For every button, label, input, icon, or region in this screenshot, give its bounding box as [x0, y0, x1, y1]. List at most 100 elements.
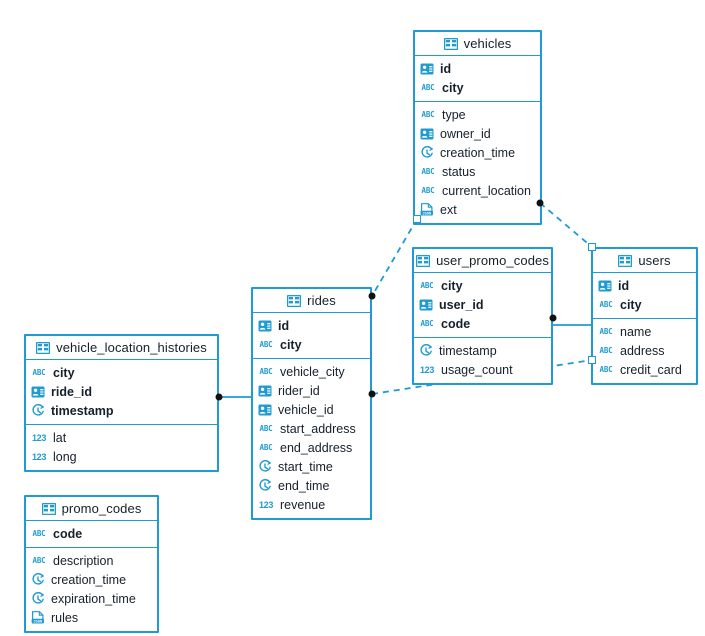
string-abc-icon: ABC — [420, 281, 434, 290]
uuid-id-card-icon — [258, 319, 272, 333]
column-row[interactable]: JSON rules — [26, 608, 157, 627]
table-icon — [287, 294, 302, 308]
column-name: rider_id — [278, 383, 320, 398]
column-name: ext — [440, 202, 457, 217]
svg-text:JSON: JSON — [33, 619, 42, 623]
primary-key-row[interactable]: ride_id — [26, 382, 217, 401]
primary-key-name: code — [441, 316, 471, 331]
timestamp-clock-icon — [31, 572, 45, 587]
uuid-id-card-icon — [598, 279, 612, 293]
column-row[interactable]: vehicle_id — [253, 400, 370, 419]
column-row[interactable]: JSON ext — [415, 200, 540, 219]
column-name: lat — [53, 430, 67, 445]
table-header-rides[interactable]: rides — [253, 289, 370, 313]
column-row[interactable]: expiration_time — [26, 589, 157, 608]
string-abc-icon: ABC — [599, 365, 613, 374]
primary-key-row[interactable]: user_id — [414, 295, 551, 314]
table-header-user_promo_codes[interactable]: user_promo_codes — [414, 249, 551, 273]
column-row[interactable]: 123 lat — [26, 428, 217, 447]
table-title: users — [638, 253, 671, 268]
relationship-dot-marker-user_promo_codes-to-users-start — [549, 314, 557, 322]
primary-key-row[interactable]: id — [593, 276, 696, 295]
column-name: vehicle_id — [278, 402, 334, 417]
column-name: long — [53, 449, 77, 464]
table-icon — [416, 254, 431, 268]
string-abc-icon: ABC — [32, 368, 46, 377]
column-row[interactable]: owner_id — [415, 124, 540, 143]
relationship-edge-vehicles-to-users[interactable] — [539, 202, 593, 248]
timestamp-clock-icon — [258, 478, 272, 493]
column-name: creation_time — [51, 572, 127, 587]
primary-key-row[interactable]: ABC code — [414, 314, 551, 333]
uuid-id-card-icon — [31, 385, 45, 399]
relationship-dot-marker-vehicles-to-user_promo_codes-end — [368, 292, 376, 300]
column-name: timestamp — [439, 343, 497, 358]
string-abc-icon: ABC — [32, 529, 46, 538]
column-row[interactable]: start_time — [253, 457, 370, 476]
column-row[interactable]: timestamp — [414, 341, 551, 360]
column-row[interactable]: rider_id — [253, 381, 370, 400]
column-name: rules — [51, 610, 79, 625]
string-abc-icon: ABC — [421, 167, 435, 176]
table-header-users[interactable]: users — [593, 249, 696, 273]
table-icon — [443, 37, 458, 51]
uuid-id-card-icon — [258, 403, 272, 417]
svg-text:JSON: JSON — [422, 211, 431, 215]
primary-key-name: id — [618, 278, 630, 293]
timestamp-clock-icon — [31, 591, 45, 606]
json-document-icon: JSON — [31, 611, 45, 625]
relationship-square-marker-vehicles-to-user_promo_codes-start — [413, 215, 421, 223]
table-header-promo_codes[interactable]: promo_codes — [26, 497, 157, 521]
primary-key-row[interactable]: id — [253, 316, 370, 335]
column-row[interactable]: ABC status — [415, 162, 540, 181]
primary-key-row[interactable]: timestamp — [26, 401, 217, 420]
uuid-id-card-icon — [420, 62, 434, 76]
primary-key-row[interactable]: id — [415, 59, 540, 78]
column-row[interactable]: creation_time — [26, 570, 157, 589]
primary-key-name: city — [620, 297, 642, 312]
column-name: status — [442, 164, 476, 179]
primary-key-name: city — [280, 337, 302, 352]
column-row[interactable]: creation_time — [415, 143, 540, 162]
column-name: revenue — [280, 497, 326, 512]
column-row[interactable]: end_time — [253, 476, 370, 495]
table-header-vehicle_location_histories[interactable]: vehicle_location_histories — [26, 336, 217, 360]
string-abc-icon: ABC — [421, 83, 435, 92]
relationship-square-marker-rides-to-users-end — [588, 356, 596, 364]
string-abc-icon: ABC — [420, 319, 434, 328]
relationship-edge-vehicles-to-user_promo_codes[interactable] — [371, 218, 418, 297]
table-header-vehicles[interactable]: vehicles — [415, 32, 540, 56]
number-123-icon: 123 — [31, 432, 47, 443]
